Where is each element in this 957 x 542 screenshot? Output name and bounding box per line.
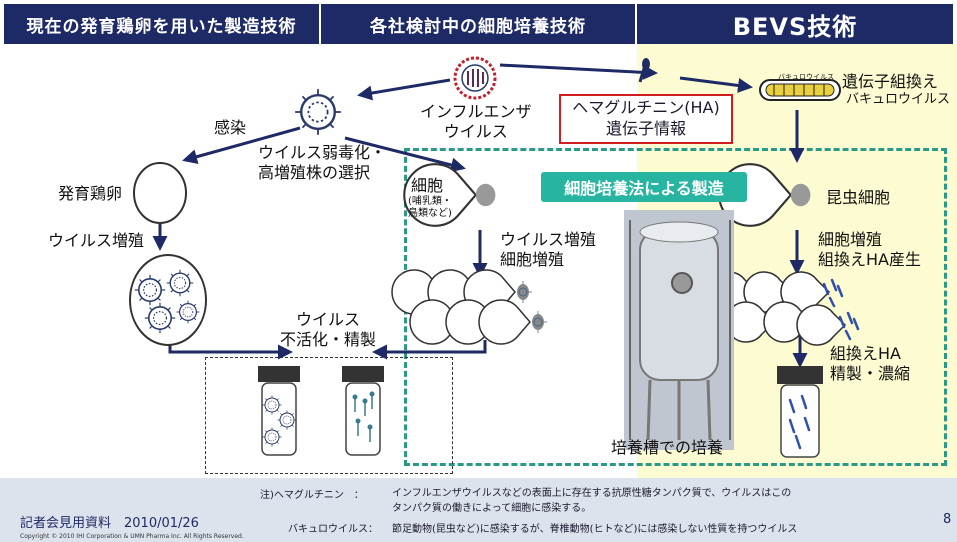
baculovirus-tag: バキュロウイルス <box>778 73 834 81</box>
purification-label: 組換えHA 精製・濃縮 <box>830 344 910 384</box>
recombinant-baculovirus-label: 遺伝子組換え バキュロウイルス <box>842 72 950 108</box>
influenza-label-line1: インフルエンザ <box>420 102 532 121</box>
note-baculovirus-term: バキュロウイルス： <box>288 524 378 535</box>
cell-note: (哺乳類・ 鳥類など) <box>408 196 452 220</box>
cell-growth-line2: 細胞増殖 <box>500 250 565 269</box>
influenza-label: インフルエンザ ウイルス <box>420 102 532 142</box>
ha-box-line1: ヘマグルチニン(HA) <box>572 98 720 118</box>
cell-growth-label: ウイルス増殖 細胞増殖 <box>500 230 596 270</box>
header-bevs: BEVS技術 <box>637 4 953 44</box>
influenza-label-line2: ウイルス <box>443 122 508 141</box>
tank-label: 培養槽での培養 <box>611 438 724 457</box>
cell-note-line2: 鳥類など) <box>408 208 452 219</box>
infection-label: 感染 <box>214 118 247 137</box>
baculo-line1: 遺伝子組換え <box>842 72 939 91</box>
page-number: 8 <box>943 512 952 527</box>
bioreactor-image <box>624 210 734 450</box>
attenuation-line1: ウイルス弱毒化・ <box>258 143 387 162</box>
note-hemagglutinin-text: インフルエンザウイルスなどの表面上に存在する抗原性糖タンパク質で、ウイルスはこの… <box>392 486 791 516</box>
ha-box-line2: 遺伝子情報 <box>605 119 686 138</box>
note1-line1: インフルエンザウイルスなどの表面上に存在する抗原性糖タンパク質で、ウイルスはこの <box>392 488 792 499</box>
note-baculovirus-text: 節足動物(昆虫など)に感染するが、脊椎動物(ヒトなど)には感染しない性質を持つウ… <box>392 524 798 535</box>
purification-line2: 精製・濃縮 <box>830 364 911 383</box>
attenuation-line2: 高増殖株の選択 <box>258 163 371 182</box>
header-cell-culture: 各社検討中の細胞培養技術 <box>321 4 635 44</box>
ha-protein-icon <box>638 58 650 83</box>
inactivation-label: ウイルス 不活化・精製 <box>280 310 376 350</box>
cell-growth-line1: ウイルス増殖 <box>500 230 597 249</box>
footer-copyright: Copyright © 2010 IHI Corporation & UMN P… <box>20 533 244 540</box>
cell-label: 細胞 <box>411 176 444 195</box>
footer-doc-label: 記者会見用資料 2010/01/26 <box>20 516 199 531</box>
note1-line2: タンパク質の働きによって細胞に感染する。 <box>392 503 592 514</box>
inactivation-line1: ウイルス <box>296 310 361 329</box>
insect-growth-line1: 細胞増殖 <box>818 230 883 249</box>
footer: 記者会見用資料 2010/01/26 Copyright © 2010 IHI … <box>0 478 957 542</box>
cell-culture-method-label: 細胞培養法による製造 <box>541 172 747 202</box>
vaccine-product-box <box>205 357 453 474</box>
insect-cell-label: 昆虫細胞 <box>826 188 891 207</box>
ha-gene-info-box: ヘマグルチニン(HA) 遺伝子情報 <box>559 94 733 144</box>
header-current-egg: 現在の発育鶏卵を用いた製造技術 <box>4 4 319 44</box>
egg-label: 発育鶏卵 <box>58 184 123 203</box>
cell-note-line1: (哺乳類・ <box>408 196 452 207</box>
note-hemagglutinin-term: 注)ヘマグルチニン ： <box>260 490 364 501</box>
baculo-line2: バキュロウイルス <box>846 92 951 107</box>
attenuation-label: ウイルス弱毒化・ 高増殖株の選択 <box>258 143 386 183</box>
virus-growth-label: ウイルス増殖 <box>48 231 145 250</box>
insect-growth-line2: 組換えHA産生 <box>818 250 921 269</box>
insect-growth-label: 細胞増殖 組換えHA産生 <box>818 230 921 270</box>
purification-line1: 組換えHA <box>830 344 901 363</box>
inactivation-line2: 不活化・精製 <box>280 330 377 349</box>
